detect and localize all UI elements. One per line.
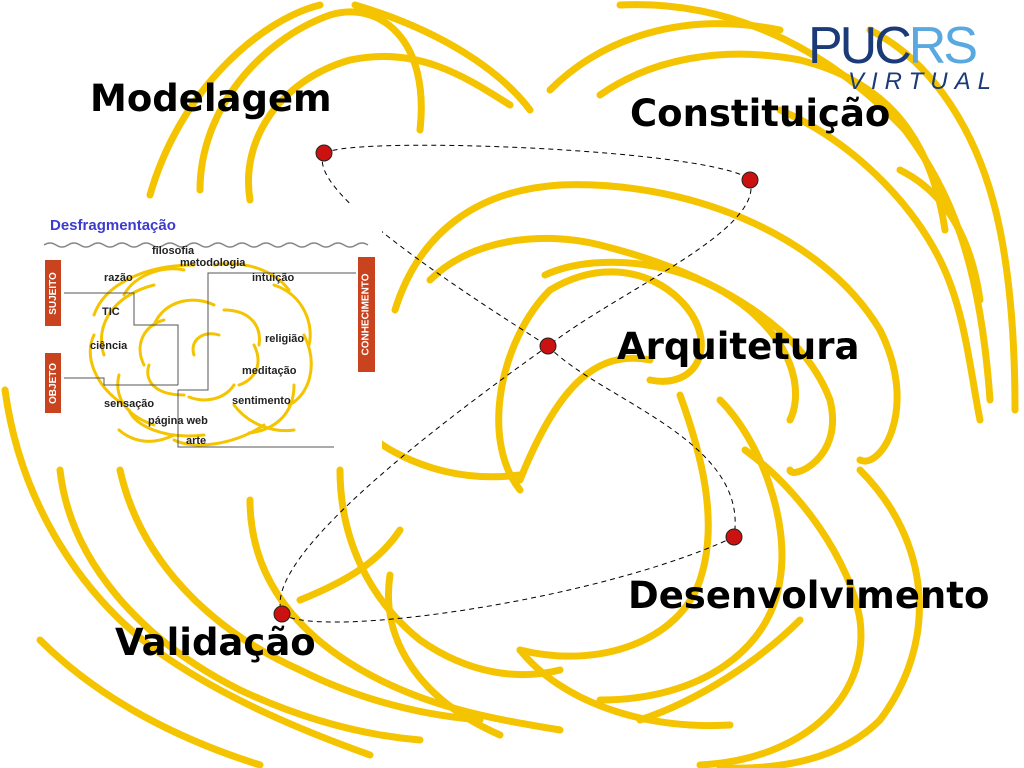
logo-text-virtual: VIRTUAL	[848, 68, 998, 95]
node-modelagem	[315, 144, 333, 162]
term-sensacao: sensação	[104, 398, 155, 410]
logo-text-rs: RS	[908, 17, 978, 75]
inset-graphics	[43, 242, 369, 448]
label-validacao: Validação	[115, 621, 316, 664]
connector-modelagem-constituicao	[323, 144, 751, 181]
label-constituicao: Constituição	[630, 92, 891, 135]
frame-left-bottom	[64, 377, 178, 386]
term-sentimento: sentimento	[232, 395, 291, 407]
axis-sujeito: SUJEITO	[45, 260, 61, 326]
term-filosofia: filosofia	[152, 245, 195, 257]
term-meditacao: meditação	[242, 365, 297, 377]
connector-arquitetura-validacao	[279, 345, 549, 615]
inset-title: Desfragmentação	[50, 217, 176, 234]
node-constituicao	[741, 171, 759, 189]
node-validacao	[273, 605, 291, 623]
axis-conhecimento-label: CONHECIMENTO	[361, 273, 373, 356]
label-arquitetura: Arquitetura	[617, 325, 860, 368]
connector-constituicao-arquitetura	[547, 179, 752, 347]
wavy-divider	[43, 242, 369, 248]
term-ciencia: ciência	[90, 340, 128, 352]
term-intuicao: intuição	[252, 272, 295, 284]
term-tic: TIC	[102, 306, 120, 318]
node-arquitetura	[539, 337, 557, 355]
term-arte: arte	[186, 435, 207, 447]
logo-text-puc: PUC	[808, 17, 912, 75]
pucrs-virtual-logo: PUCRS VIRTUAL	[808, 20, 998, 100]
label-desenvolvimento: Desenvolvimento	[628, 574, 990, 617]
axis-conhecimento: CONHECIMENTO	[358, 257, 375, 372]
term-religiao: religião	[265, 333, 305, 345]
axis-objeto-label: OBJETO	[47, 362, 59, 404]
desfragmentacao-diagram: Desfragmentação SUJEITO OBJETO CONHECIME…	[34, 205, 382, 458]
connector-arquitetura-desenvolvimento	[547, 345, 736, 538]
term-metodologia: metodologia	[180, 257, 246, 269]
axis-objeto: OBJETO	[45, 353, 61, 413]
term-razao: razão	[104, 272, 133, 284]
frame-right	[177, 272, 356, 448]
axis-sujeito-label: SUJEITO	[47, 271, 59, 315]
label-modelagem: Modelagem	[90, 77, 332, 120]
term-pagina-web: página web	[148, 415, 208, 427]
frame-left-top	[64, 292, 179, 385]
connector-validacao-desenvolvimento	[281, 536, 735, 623]
node-desenvolvimento	[725, 528, 743, 546]
